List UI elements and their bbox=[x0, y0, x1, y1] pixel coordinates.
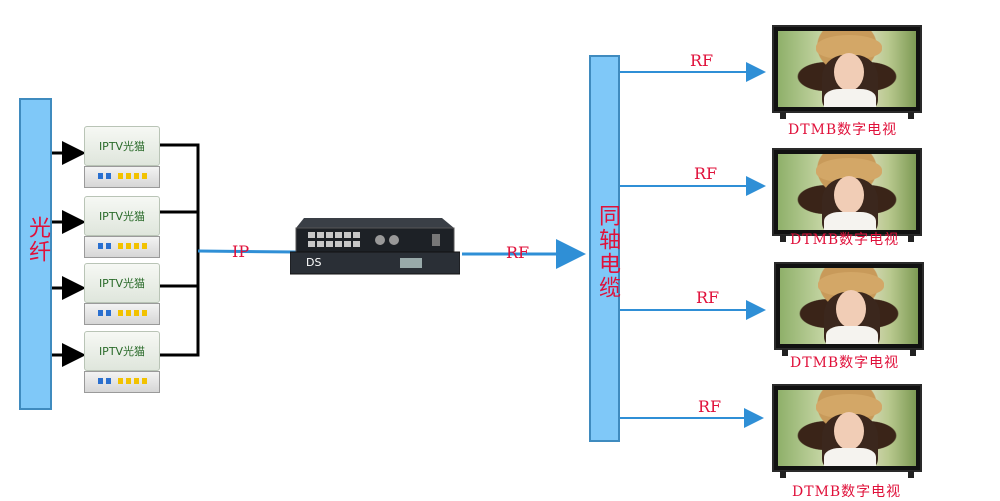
tv-4-caption: DTMB数字电视 bbox=[792, 484, 902, 500]
tv-3 bbox=[774, 262, 924, 350]
rf-out-1-label: RF bbox=[690, 51, 714, 70]
iptv-modem: IPTV光猫 bbox=[84, 331, 160, 399]
iptv-modem: IPTV光猫 bbox=[84, 196, 160, 264]
tv-2 bbox=[772, 148, 922, 236]
coax-bar bbox=[589, 55, 620, 442]
modem-label: IPTV光猫 bbox=[98, 210, 146, 223]
rf-out-2-label: RF bbox=[694, 164, 718, 183]
tv-4 bbox=[772, 384, 922, 472]
fiber-label: 光纤 bbox=[25, 216, 50, 264]
rf-out-4-label: RF bbox=[698, 397, 722, 416]
encoder-modulator-device bbox=[290, 218, 460, 275]
device-brand: DS bbox=[306, 256, 322, 269]
tv-1-caption: DTMB数字电视 bbox=[788, 122, 898, 138]
tv-3-caption: DTMB数字电视 bbox=[790, 355, 900, 371]
tv-screen-image bbox=[778, 390, 916, 466]
modem-label: IPTV光猫 bbox=[98, 140, 146, 153]
tv-screen-image bbox=[780, 268, 918, 344]
fiber-bar bbox=[19, 98, 52, 410]
tv-screen-image bbox=[778, 154, 916, 230]
modem-bus-lines bbox=[160, 143, 200, 357]
tv-screen-image bbox=[778, 31, 916, 107]
ip-label: IP bbox=[232, 242, 250, 261]
modem-label: IPTV光猫 bbox=[98, 277, 146, 290]
rf-mid-label: RF bbox=[506, 243, 530, 262]
rf-out-3-label: RF bbox=[696, 288, 720, 307]
tv-1 bbox=[772, 25, 922, 113]
iptv-modem: IPTV光猫 bbox=[84, 126, 160, 194]
iptv-modem: IPTV光猫 bbox=[84, 263, 160, 331]
tv-2-caption: DTMB数字电视 bbox=[790, 232, 900, 248]
ip-line bbox=[197, 249, 297, 254]
coax-label: 同轴电缆 bbox=[595, 204, 620, 300]
modem-label: IPTV光猫 bbox=[98, 345, 146, 358]
